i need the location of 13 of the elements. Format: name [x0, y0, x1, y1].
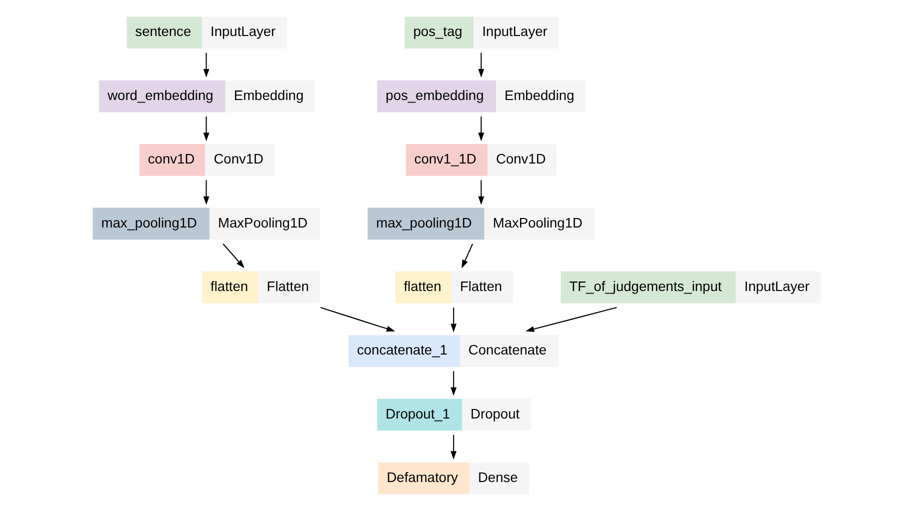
arrow [450, 371, 456, 396]
arrow [478, 116, 484, 142]
arrow [478, 180, 484, 205]
arrow [320, 307, 395, 332]
arrow [450, 308, 456, 332]
arrow [461, 244, 473, 268]
arrow [478, 52, 484, 78]
arrow [450, 434, 456, 460]
arrow [222, 244, 244, 268]
arrow [202, 52, 209, 78]
arrow [202, 180, 209, 205]
arrow [202, 116, 209, 142]
arrow [525, 307, 616, 332]
